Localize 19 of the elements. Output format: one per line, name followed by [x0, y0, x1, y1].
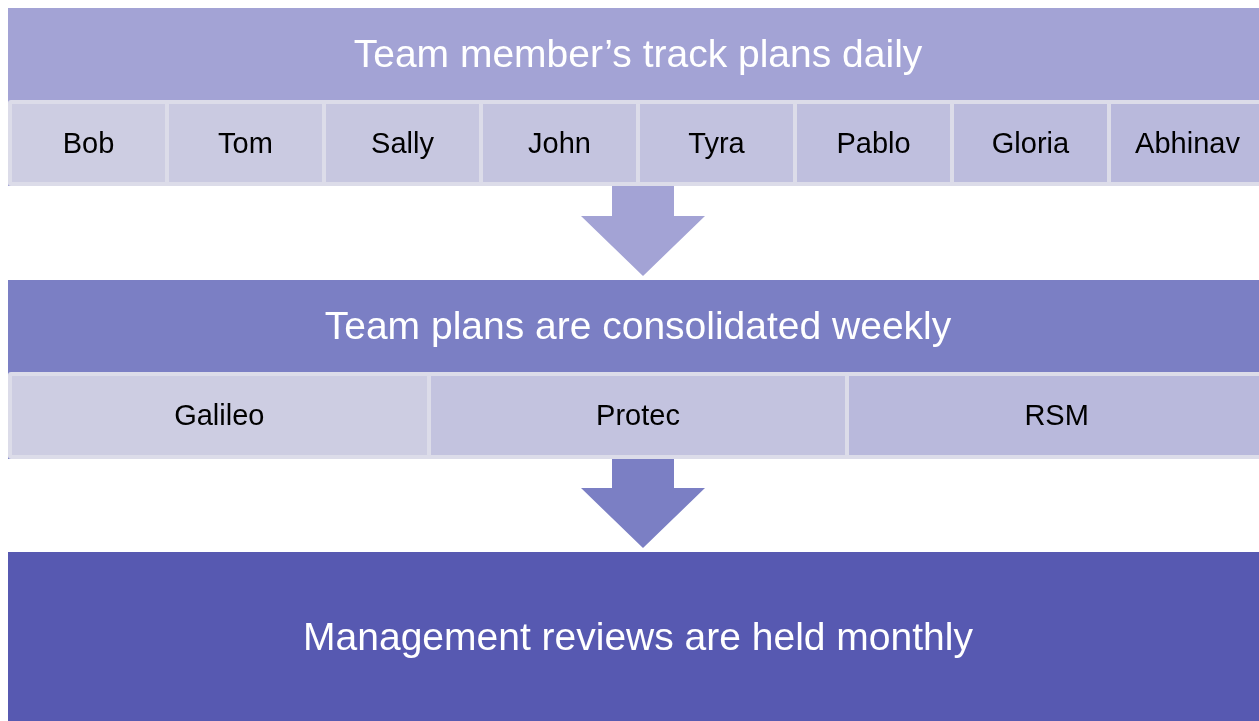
name-cell: Galileo	[12, 376, 427, 455]
name-cell: Abhinav	[1111, 104, 1259, 182]
name-cell: Tyra	[640, 104, 793, 182]
block-arrow	[581, 459, 705, 548]
name-cell: Gloria	[954, 104, 1107, 182]
stage-band	[8, 8, 1259, 186]
name-cell: Sally	[326, 104, 479, 182]
name-cell: John	[483, 104, 636, 182]
name-cell: Pablo	[797, 104, 950, 182]
stage-title: Team member’s track plans daily	[353, 32, 923, 76]
stage-title: Management reviews are held monthly	[303, 614, 973, 659]
name-cell: Protec	[430, 376, 846, 455]
stage-band	[8, 280, 1259, 459]
block-arrow	[581, 186, 705, 276]
stage-title: Team plans are consolidated weekly	[324, 304, 952, 348]
name-cell: Bob	[12, 104, 165, 182]
name-cell: Tom	[169, 104, 322, 182]
name-cell: RSM	[849, 376, 1259, 455]
stage-band	[8, 552, 1259, 721]
